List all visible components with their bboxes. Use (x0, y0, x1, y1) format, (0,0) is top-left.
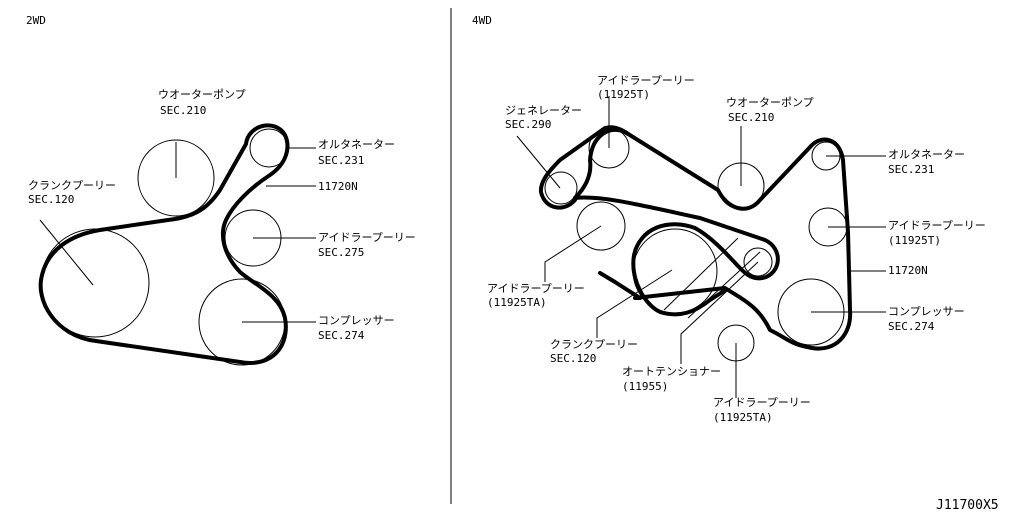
label-idler-top-name: アイドラープーリー (597, 74, 695, 87)
label-generator-name: ジェネレーター (505, 104, 582, 117)
label-auto-tensioner-code: (11955) (622, 380, 668, 393)
label-idler-left-code: (11925TA) (487, 296, 547, 309)
label-idler-left-name: アイドラープーリー (487, 282, 585, 295)
label-alternator-4wd-code: SEC.231 (888, 163, 934, 176)
label-compressor-4wd-code: SEC.274 (888, 320, 935, 333)
label-belt-code: 11720N (318, 180, 358, 193)
label-alternator-4wd-name: オルタネーター (888, 148, 965, 161)
panel-title-4wd: 4WD (472, 14, 492, 27)
label-crank-name: クランクプーリー (28, 179, 116, 192)
label-idler-right-name: アイドラープーリー (888, 219, 986, 232)
label-crank-4wd-name: クランクプーリー (550, 338, 638, 351)
label-idler-bottom-name: アイドラープーリー (713, 396, 811, 409)
figure-id: J11700X5 (936, 498, 999, 512)
label-idler-name: アイドラープーリー (318, 231, 416, 244)
leader-belt-crossing-a (663, 237, 739, 311)
label-idler-bottom-code: (11925TA) (713, 411, 773, 424)
label-idler-top-code: (11925T) (597, 88, 650, 101)
panel-4wd: 4WD アイドラープーリー (11925T) (472, 14, 986, 424)
label-water-pump-code: SEC.210 (160, 104, 206, 117)
panel-2wd: 2WD ウオーターポンプ SEC.210 オルタネーター SEC.231 117… (26, 14, 416, 366)
label-generator-code: SEC.290 (505, 118, 551, 131)
drive-belt-2wd (38, 123, 290, 365)
leader-crank-4wd (596, 269, 673, 338)
leader-crank (39, 219, 94, 286)
label-water-pump-4wd-code: SEC.210 (728, 111, 774, 124)
leader-auto-tensioner (680, 261, 759, 364)
panel-title-2wd: 2WD (26, 14, 46, 27)
label-water-pump-4wd-name: ウオーターポンプ (726, 96, 814, 109)
label-alternator-name: オルタネーター (318, 138, 395, 151)
label-alternator-code: SEC.231 (318, 154, 364, 167)
label-auto-tensioner-name: オートテンショナー (622, 365, 721, 378)
leader-idler-left (544, 225, 602, 282)
idler-left-pulley (576, 201, 626, 251)
label-idler-code: SEC.275 (318, 246, 364, 259)
leader-belt-crossing-b (687, 251, 761, 319)
water-pump-pulley (137, 139, 215, 217)
generator-pulley (544, 171, 578, 205)
label-crank-code: SEC.120 (28, 193, 74, 206)
drive-belt-4wd-inner (573, 195, 780, 317)
label-compressor-code: SEC.274 (318, 329, 365, 342)
label-belt-4wd-code: 11720N (888, 264, 928, 277)
label-idler-right-code: (11925T) (888, 234, 941, 247)
label-crank-4wd-code: SEC.120 (550, 352, 596, 365)
auto-tensioner-pulley (743, 247, 773, 277)
drive-belt-4wd-main (573, 127, 853, 351)
label-compressor-4wd-name: コンプレッサー (888, 305, 965, 318)
label-water-pump-name: ウオーターポンプ (158, 88, 246, 101)
label-compressor-name: コンプレッサー (318, 314, 395, 327)
drive-belt-4wd-outer (538, 125, 630, 210)
leader-generator (516, 135, 561, 189)
